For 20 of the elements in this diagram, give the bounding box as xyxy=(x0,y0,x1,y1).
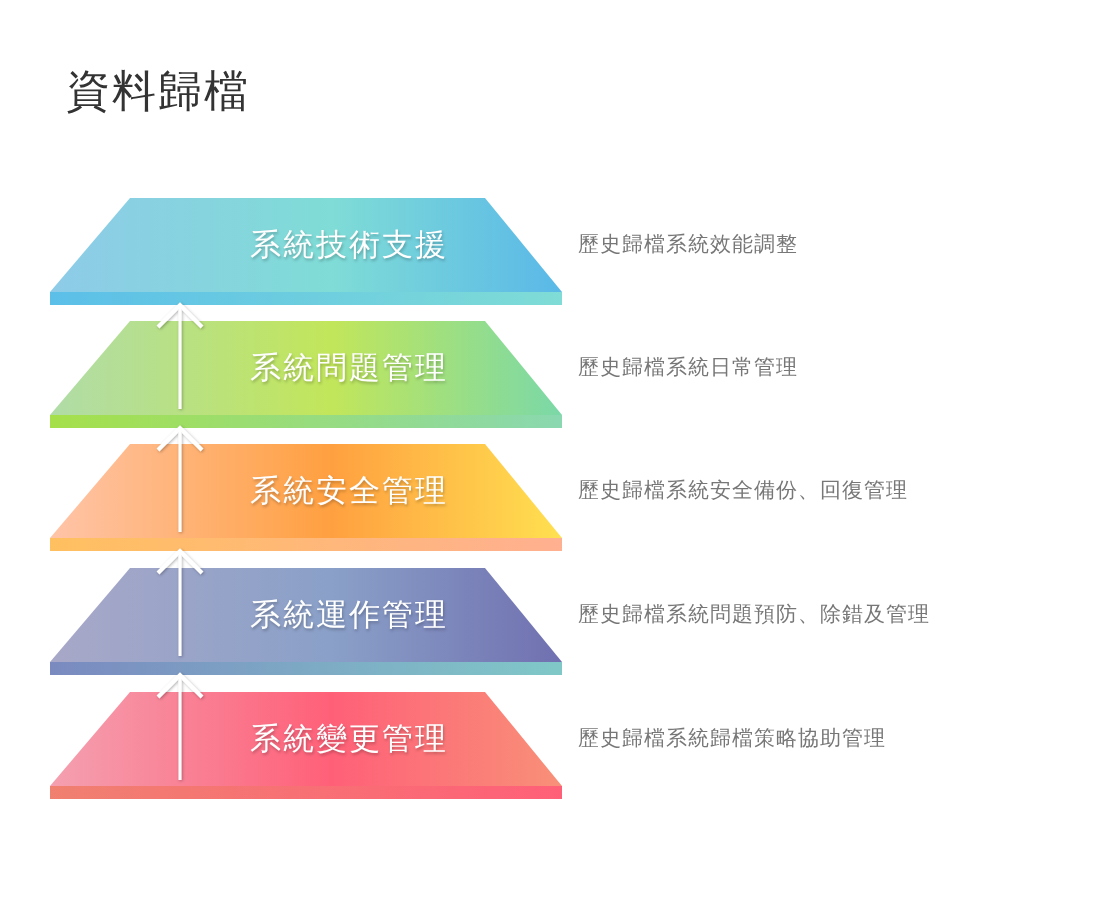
layer-label: 系統運作管理 xyxy=(250,595,448,634)
pyramid-layer xyxy=(50,692,562,799)
description-text: 歷史歸檔系統歸檔策略協助管理 xyxy=(578,725,886,752)
description-text: 歷史歸檔系統安全備份、回復管理 xyxy=(578,477,908,504)
up-arrow xyxy=(156,426,204,532)
diagram-title: 資料歸檔 xyxy=(66,64,250,118)
description-text: 歷史歸檔系統問題預防、除錯及管理 xyxy=(578,601,930,628)
up-arrow xyxy=(156,303,204,409)
description-text: 歷史歸檔系統效能調整 xyxy=(578,231,798,258)
layer-label: 系統技術支援 xyxy=(250,225,448,264)
pyramid-layer xyxy=(50,321,562,428)
pyramid-layer xyxy=(50,444,562,551)
layer-label: 系統變更管理 xyxy=(250,719,448,758)
layer-label: 系統問題管理 xyxy=(250,348,448,387)
layer-label: 系統安全管理 xyxy=(250,471,448,510)
up-arrow xyxy=(156,549,204,656)
up-arrow xyxy=(156,673,204,780)
pyramid-layer xyxy=(50,198,562,305)
description-text: 歷史歸檔系統日常管理 xyxy=(578,354,798,381)
pyramid-layer xyxy=(50,568,562,675)
